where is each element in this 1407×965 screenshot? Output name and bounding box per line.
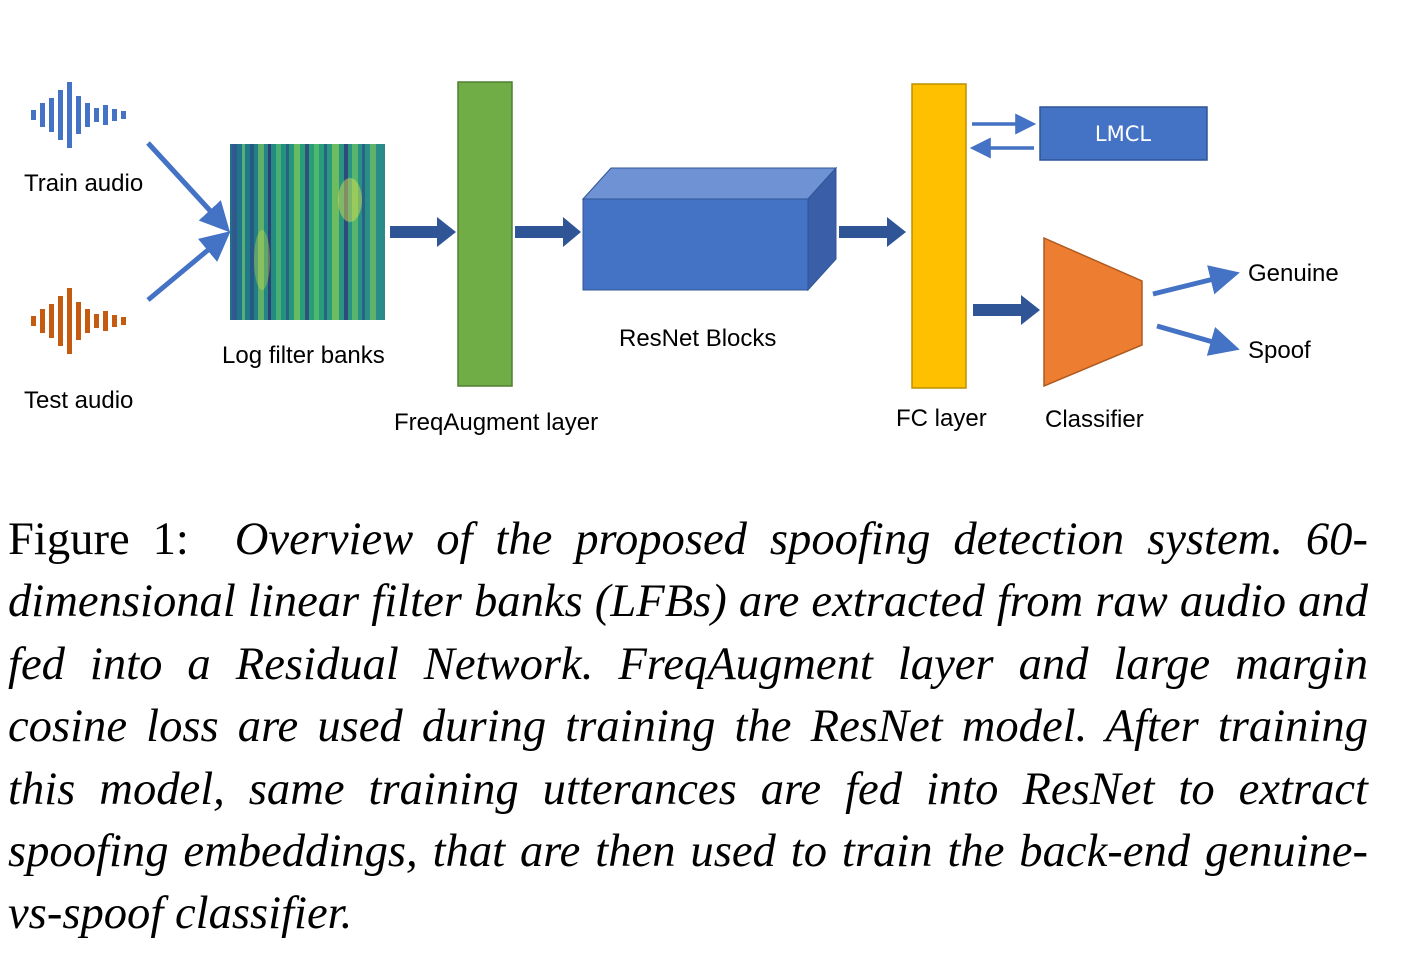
freqaugment-layer-block [457,81,513,387]
arrow-to-fc-layer [839,217,906,247]
test-input-arrow [146,231,231,302]
figure-label: Figure 1: [8,513,189,565]
train-audio-label: Train audio [24,170,143,197]
train-input-arrow [146,141,231,233]
log-filter-banks-label: Log filter banks [222,342,385,369]
fc-layer-block [911,83,967,389]
arrow-to-resnet [515,217,581,247]
classifier-block [1043,236,1143,388]
test-audio-waveform-icon [31,288,126,354]
resnet-blocks-box [581,166,838,292]
train-audio-waveform-icon [31,82,126,148]
lmcl-loss-box [1039,106,1208,161]
figure-caption: Figure 1: Overview of the proposed spoof… [8,508,1368,945]
genuine-output-arrow [1152,265,1240,297]
resnet-blocks-label: ResNet Blocks [619,325,776,352]
freqaugment-label: FreqAugment layer [394,409,598,436]
spoof-output-arrow [1156,323,1240,356]
test-audio-label: Test audio [24,387,133,414]
arrow-to-freqaugment [390,217,456,247]
classifier-label: Classifier [1045,406,1144,433]
log-filter-banks-spectrogram [230,144,385,320]
genuine-output-label: Genuine [1248,260,1339,287]
system-overview-diagram: Train audio Test audio [24,81,1339,436]
spoof-output-label: Spoof [1248,337,1311,364]
lmcl-label: LMCL [1095,122,1151,146]
arrow-to-classifier [973,295,1040,325]
figure-caption-text: Overview of the proposed spoofing detect… [8,513,1368,940]
fc-layer-label: FC layer [896,405,987,432]
